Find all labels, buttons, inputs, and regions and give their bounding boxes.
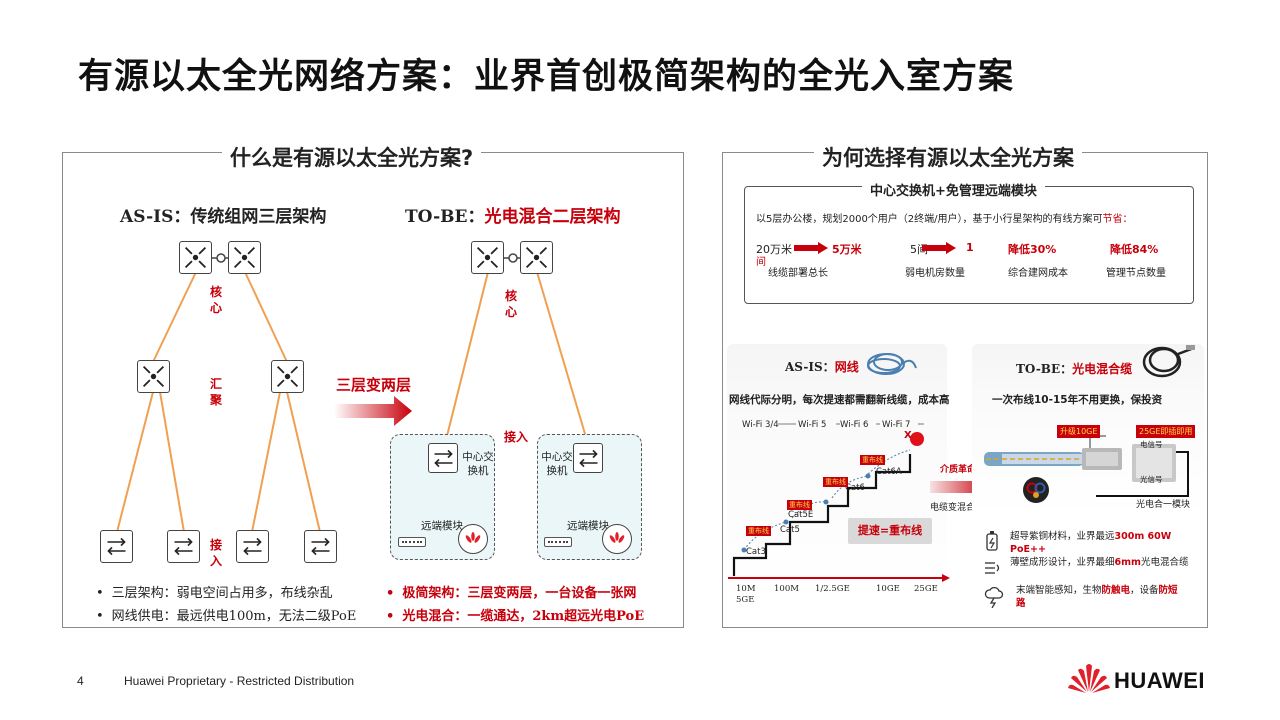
speedup-badge: 提速=重布线 — [848, 518, 932, 544]
feature-1-text: 超导紫铜材料，业界最远300m 60W PoE++ — [1010, 531, 1172, 555]
rewire-tag: 重布线 — [860, 455, 885, 465]
asis-card — [727, 344, 947, 606]
layer-label-access-tobe: 接入 — [504, 430, 529, 444]
cat-label-6: Cat6 — [845, 483, 865, 493]
feature-2-text: 薄壁成形设计，业界最细6mm光电混合缆 — [1010, 557, 1189, 568]
metric-cable-to: 5万米 — [832, 243, 862, 256]
page-number: 4 — [77, 674, 84, 688]
cable-change-label: 电缆变混合缆 — [930, 503, 985, 513]
battery-icon — [986, 531, 998, 551]
left-panel-title: 什么是有源以太全光方案? — [222, 142, 482, 172]
layer-label-access: 接入 — [210, 538, 223, 568]
remote-module-label: 远端模块 — [421, 520, 463, 532]
combo-module-label: 光电合一模块 — [1136, 500, 1191, 510]
speed-label-10m: 10M — [736, 584, 756, 594]
wave-icon — [985, 562, 1000, 574]
access-switch-icon — [167, 530, 200, 563]
feature-3-text: 末端智能感知，生物防触电，设备防短路 — [1016, 585, 1178, 609]
cat-label-6a: Cat6A — [876, 467, 902, 477]
access-switch-icon — [236, 530, 269, 563]
tobe-heading: TO-BE：光电混合二层架构 — [405, 207, 621, 227]
center-switch-label: 中心交换机 — [541, 451, 573, 477]
metric-node-value: 降低84% — [1110, 243, 1159, 256]
asis-card-title: AS-IS：网线 — [785, 360, 859, 374]
center-switch-icon — [428, 443, 458, 473]
revolution-label: 介质革命 — [940, 465, 977, 475]
wifi-label-3: Wi-Fi 6 — [840, 420, 869, 430]
ap-icon — [602, 524, 632, 554]
tobe-card-title: TO-BE：光电混合缆 — [1016, 362, 1133, 376]
layer-label-aggregation: 汇聚 — [210, 377, 223, 407]
plug-tag: 25GE即插即用 — [1136, 425, 1196, 438]
electric-signal-label: 电信号 — [1140, 440, 1163, 449]
metric-cable-label: 线缆部署总长 — [768, 268, 828, 279]
speed-label-10ge: 10GE — [876, 584, 900, 594]
slide-title: 有源以太全光网络方案：业界首创极简架构的全光入室方案 — [78, 57, 1015, 97]
x-mark: X — [904, 430, 912, 441]
speed-label-5ge: 5GE — [736, 595, 755, 605]
rewire-tag: 重布线 — [787, 500, 812, 510]
metric-cost-value: 降低30% — [1008, 243, 1057, 256]
hybrid-cable-illustration — [984, 435, 1189, 503]
core-switch-icon — [179, 241, 212, 274]
metric-node-label: 管理节点数量 — [1106, 268, 1166, 279]
bullet-right-2: •光电混合：一缆通达，2km超远光电PoE — [386, 609, 645, 624]
bullet-right-1: •极简架构：三层变两层，一台设备一张网 — [386, 586, 637, 601]
huawei-wordmark: HUAWEI — [1114, 668, 1205, 693]
cat-label-5e: Cat5E — [788, 510, 814, 520]
center-switch-label: 中心交换机 — [462, 451, 494, 477]
remote-module-device-icon — [398, 537, 426, 547]
footer-text: Huawei Proprietary - Restricted Distribu… — [124, 674, 355, 688]
asis-heading: AS-IS：传统组网三层架构 — [120, 207, 327, 227]
hybrid-cable-coil-icon — [1142, 345, 1195, 378]
metric-cost-label: 综合建网成本 — [1008, 268, 1068, 279]
remote-module-device-icon — [544, 537, 572, 547]
center-switch-icon — [573, 443, 603, 473]
bullet-left-1: •三层架构：弱电空间占用多，布线杂乱 — [96, 586, 333, 601]
huawei-logo-icon — [1068, 664, 1110, 693]
savings-box-title: 中心交换机+免管理远端模块 — [862, 180, 1045, 199]
rewire-tag: 重布线 — [823, 477, 848, 487]
transition-arrow-icon — [334, 396, 412, 426]
arrow-right-icon — [794, 242, 828, 254]
cable-evolution-chart — [728, 423, 950, 582]
layer-label-core-tobe: 核心 — [505, 289, 518, 319]
metric-room-label: 弱电机房数量 — [905, 268, 965, 279]
access-switch-icon — [304, 530, 337, 563]
aggregation-switch-icon — [137, 360, 170, 393]
metric-cable-from: 20万米 — [756, 243, 792, 256]
ap-icon — [458, 524, 488, 554]
upgrade-tag: 升级10GE — [1057, 425, 1101, 438]
cloud-lightning-icon — [984, 586, 1004, 608]
bullet-left-2: •网线供电：最远供电100m，无法二级PoE — [96, 609, 357, 624]
cable-coil-icon — [867, 353, 917, 375]
arrow-right-icon — [922, 242, 956, 254]
cat-label-5: Cat5 — [780, 525, 800, 535]
transition-label: 三层变两层 — [336, 376, 412, 394]
wifi-label-1: Wi-Fi 3/4 — [742, 420, 779, 430]
remote-module-label: 远端模块 — [567, 520, 609, 532]
right-panel-title: 为何选择有源以太全光方案 — [814, 142, 1082, 172]
wifi-label-4: Wi-Fi 7 — [882, 420, 911, 430]
optical-signal-label: 光信号 — [1140, 475, 1163, 484]
aggregation-switch-icon — [271, 360, 304, 393]
access-switch-icon — [100, 530, 133, 563]
tobe-card-desc: 一次布线10-15年不用更换，保投资 — [992, 394, 1163, 406]
metric-room-to: 1 — [966, 241, 974, 254]
cat-label-3: Cat3 — [746, 547, 766, 557]
core-switch-icon — [520, 241, 553, 274]
wifi-label-2: Wi-Fi 5 — [798, 420, 827, 430]
speed-label-100m: 100M — [774, 584, 799, 594]
speed-label-25ge: 25GE — [914, 584, 938, 594]
layer-label-core: 核心 — [210, 285, 223, 315]
core-switch-icon — [228, 241, 261, 274]
rewire-tag: 重布线 — [746, 526, 771, 536]
core-switch-icon — [471, 241, 504, 274]
asis-card-desc: 网线代际分明，每次提速都需翻新线缆，成本高 — [729, 394, 950, 406]
speed-label-2-5ge: 1/2.5GE — [815, 584, 850, 594]
metric-cable-from-extra: 间 — [756, 257, 766, 268]
savings-description: 以5层办公楼，规划2000个用户（2终端/用户），基于小行星架构的有线方案可节省… — [756, 214, 1133, 225]
